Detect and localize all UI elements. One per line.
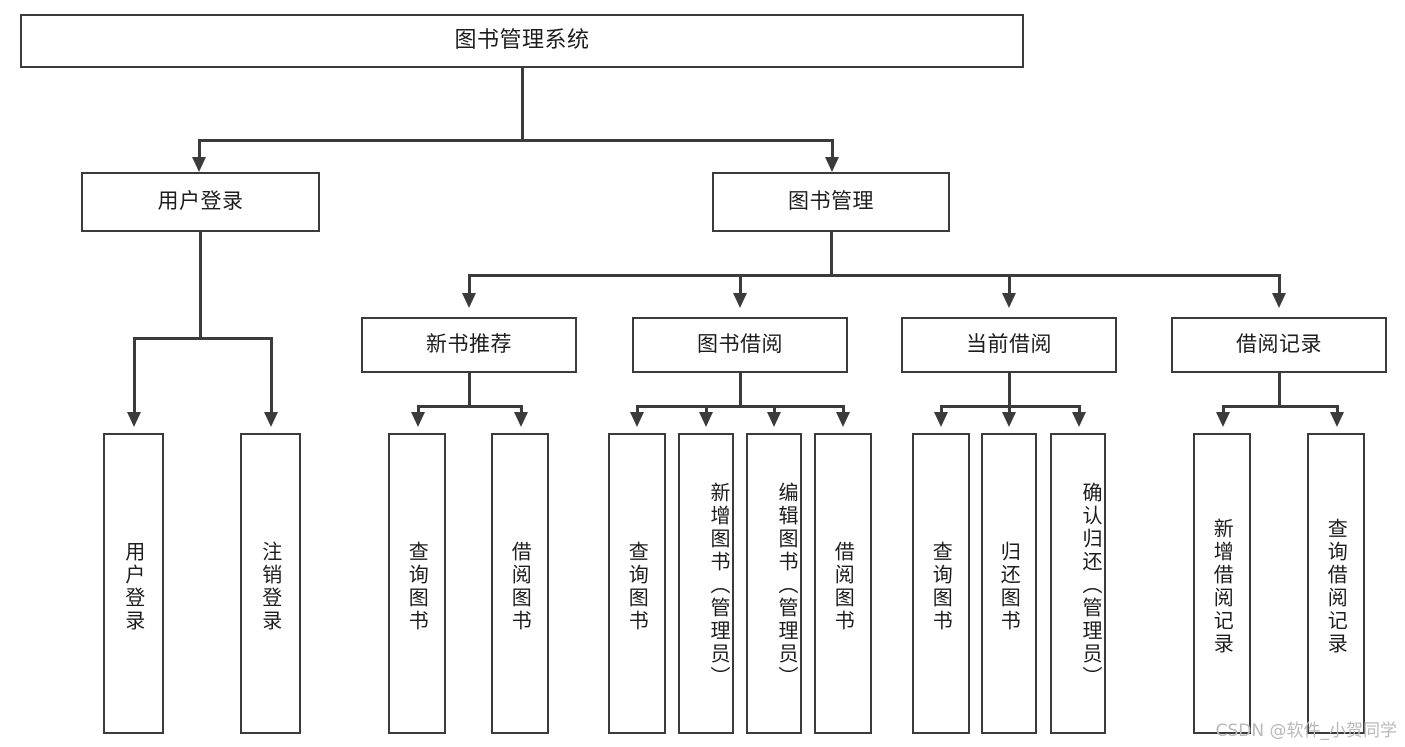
edge-drop-leaf-bb-3 (842, 405, 845, 414)
edge-drop-leaf-user-login-0 (133, 337, 136, 414)
node-label: 图书管理系统 (454, 27, 590, 53)
node-label: 编辑图书（管理员） (775, 482, 799, 689)
arrow-to-book-borrow (733, 293, 747, 308)
edge-drop-leaf-br-0 (1222, 405, 1225, 414)
node-user-login[interactable]: 用户登录 (81, 172, 320, 232)
arrow-to-user-login (192, 157, 206, 172)
node-label: 图书借阅 (697, 332, 783, 357)
leaf-current-borrow-return-book[interactable]: 归还图书 (981, 433, 1037, 734)
arrow-to-leaf-bb-2 (767, 412, 781, 427)
arrow-to-current-borrow (1002, 293, 1016, 308)
node-current-borrow[interactable]: 当前借阅 (901, 317, 1117, 373)
edge-drop-leaf-cb-2 (1078, 405, 1081, 414)
edge-new-book-recommend-bus (417, 405, 522, 408)
node-label: 当前借阅 (966, 332, 1052, 357)
leaf-borrow-record-query-record[interactable]: 查询借阅记录 (1307, 433, 1365, 734)
arrow-to-leaf-nbr-0 (411, 412, 425, 427)
edge-current-borrow-stem (1008, 373, 1011, 407)
edge-drop-book-management (831, 139, 834, 159)
leaf-book-borrow-edit-book-admin[interactable]: 编辑图书（管理员） (746, 433, 802, 734)
edge-drop-user-login (198, 139, 201, 159)
edge-user-login-bus (133, 337, 272, 340)
node-borrow-record[interactable]: 借阅记录 (1171, 317, 1387, 373)
leaf-borrow-record-add-record[interactable]: 新增借阅记录 (1193, 433, 1251, 734)
node-label: 确认归还（管理员） (1079, 482, 1103, 689)
node-label: 借阅图书 (508, 540, 533, 633)
node-label: 归还图书 (997, 540, 1022, 633)
node-label: 借阅记录 (1236, 332, 1322, 357)
node-new-book-recommend[interactable]: 新书推荐 (361, 317, 577, 373)
edge-drop-leaf-user-login-1 (270, 337, 273, 414)
edge-drop-current-borrow (1008, 274, 1011, 295)
node-label: 新增借阅记录 (1210, 517, 1235, 656)
edge-borrow-record-stem (1278, 373, 1281, 407)
edge-drop-leaf-br-1 (1336, 405, 1339, 414)
leaf-user-login-login[interactable]: 用户登录 (103, 433, 164, 734)
edge-drop-borrow-record (1278, 274, 1281, 295)
arrow-to-leaf-bb-0 (630, 412, 644, 427)
node-label: 用户登录 (121, 540, 146, 633)
edge-drop-leaf-nbr-1 (520, 405, 523, 414)
leaf-current-borrow-query-book[interactable]: 查询图书 (912, 433, 970, 734)
node-label: 图书管理 (788, 189, 874, 214)
edge-drop-leaf-cb-1 (1008, 405, 1011, 414)
node-book-management[interactable]: 图书管理 (712, 172, 950, 232)
edge-drop-new-book-recommend (468, 274, 471, 295)
edge-book-borrow-stem (739, 373, 742, 407)
edge-drop-leaf-cb-0 (940, 405, 943, 414)
edge-user-login-stem (199, 232, 202, 339)
arrow-to-leaf-br-1 (1330, 412, 1344, 427)
node-label: 借阅图书 (831, 540, 856, 633)
node-book-borrow[interactable]: 图书借阅 (632, 317, 848, 373)
edge-drop-leaf-bb-0 (636, 405, 639, 414)
edge-book-management-stem (830, 232, 833, 276)
node-label: 新增图书（管理员） (707, 482, 731, 689)
leaf-book-borrow-borrow-book[interactable]: 借阅图书 (814, 433, 872, 734)
arrow-to-new-book-recommend (462, 293, 476, 308)
arrow-to-leaf-cb-1 (1002, 412, 1016, 427)
node-label: 查询借阅记录 (1324, 517, 1349, 656)
leaf-new-book-recommend-borrow-book[interactable]: 借阅图书 (491, 433, 549, 734)
edge-drop-leaf-bb-2 (773, 405, 776, 414)
edge-root-bus (198, 139, 833, 142)
node-label: 用户登录 (157, 189, 244, 214)
arrow-to-leaf-bb-1 (699, 412, 713, 427)
leaf-new-book-recommend-query-book[interactable]: 查询图书 (388, 433, 446, 734)
arrow-to-leaf-nbr-1 (514, 412, 528, 427)
leaf-book-borrow-query-book[interactable]: 查询图书 (608, 433, 666, 734)
node-root-book-management-system[interactable]: 图书管理系统 (20, 14, 1024, 68)
arrow-to-borrow-record (1272, 293, 1286, 308)
arrow-to-leaf-user-login-0 (127, 412, 141, 427)
leaf-user-login-logout[interactable]: 注销登录 (240, 433, 301, 734)
csdn-watermark: CSDN @软件_小贺同学 (1215, 721, 1397, 741)
node-label: 注销登录 (258, 540, 283, 633)
edge-book-management-bus (468, 274, 1280, 277)
node-label: 查询图书 (929, 540, 954, 633)
arrow-to-book-management (825, 157, 839, 172)
edge-drop-leaf-bb-1 (705, 405, 708, 414)
edge-root-stem (521, 68, 524, 140)
leaf-current-borrow-confirm-return-admin[interactable]: 确认归还（管理员） (1050, 433, 1106, 734)
edge-new-book-recommend-stem (468, 373, 471, 407)
edge-drop-book-borrow (739, 274, 742, 295)
arrow-to-leaf-br-0 (1216, 412, 1230, 427)
leaf-book-borrow-add-book-admin[interactable]: 新增图书（管理员） (678, 433, 734, 734)
edge-borrow-record-bus (1222, 405, 1338, 408)
arrow-to-leaf-cb-0 (934, 412, 948, 427)
node-label: 查询图书 (625, 540, 650, 633)
edge-drop-leaf-nbr-0 (417, 405, 420, 414)
node-label: 查询图书 (405, 540, 430, 633)
edge-book-borrow-bus (636, 405, 844, 408)
node-label: 新书推荐 (426, 332, 512, 357)
arrow-to-leaf-bb-3 (836, 412, 850, 427)
arrow-to-leaf-user-login-1 (264, 412, 278, 427)
arrow-to-leaf-cb-2 (1072, 412, 1086, 427)
